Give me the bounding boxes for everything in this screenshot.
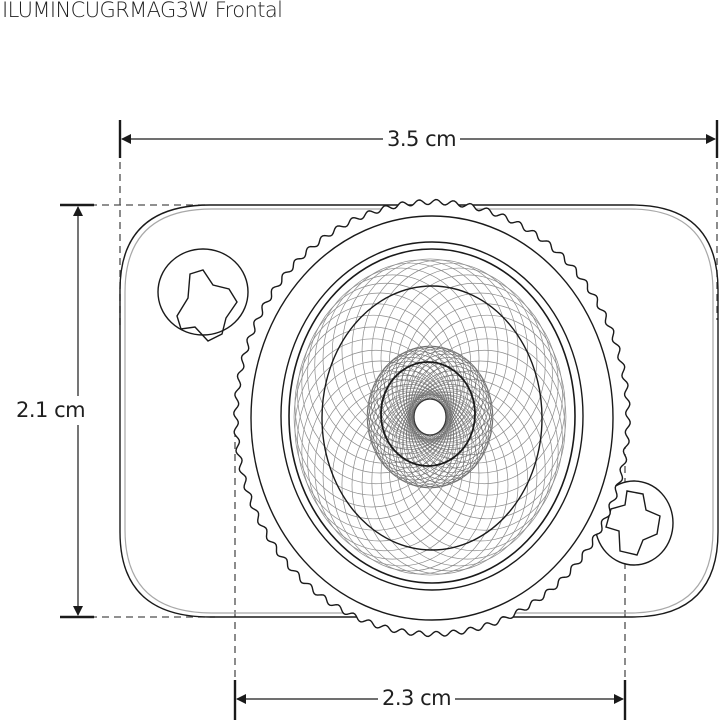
screw-left (157, 248, 249, 342)
lens-spirograph-pattern (293, 258, 567, 576)
torx-icon (605, 490, 661, 556)
lens (280, 241, 584, 591)
torx-icon (176, 269, 238, 342)
dimension-height-label: 2.1 cm (16, 396, 86, 425)
dimension-width-label: 3.5 cm (383, 129, 461, 150)
dimension-lens-width-label: 2.3 cm (378, 688, 456, 709)
housing (119, 204, 719, 618)
page-title: ILUMINCUGRMAG3W Frontal (2, 0, 283, 22)
